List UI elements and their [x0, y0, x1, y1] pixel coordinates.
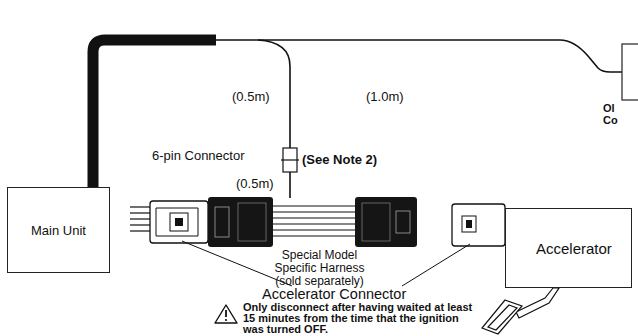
accelerator-pedal [482, 288, 559, 334]
label-text: Only disconnect after having waited at l… [243, 302, 478, 335]
label-text: (See Note 2) [302, 153, 377, 167]
label-text: (0.5m) [236, 177, 274, 191]
white-connector [150, 201, 208, 243]
accelerator-box: Accelerator [505, 208, 632, 288]
label-text: 6-pin Connector [152, 149, 245, 163]
label-text: Ol [603, 102, 615, 114]
label-text: (0.5m) [232, 90, 270, 104]
warning-symbol [215, 305, 237, 323]
obd-connector [622, 44, 638, 100]
white-connector [452, 204, 505, 246]
unit-box: Main Unit [7, 187, 110, 273]
box-label: Accelerator [536, 240, 612, 257]
label-text: Special Model Specific Harness (sold sep… [262, 249, 377, 289]
branch-cable [289, 172, 291, 198]
label-text: Co [603, 114, 618, 126]
label-text: (1.0m) [366, 90, 404, 104]
box-label: Main Unit [31, 223, 86, 238]
main-cable [93, 40, 216, 187]
black-connector [208, 197, 417, 247]
label-text: Accelerator Connector [262, 287, 406, 303]
